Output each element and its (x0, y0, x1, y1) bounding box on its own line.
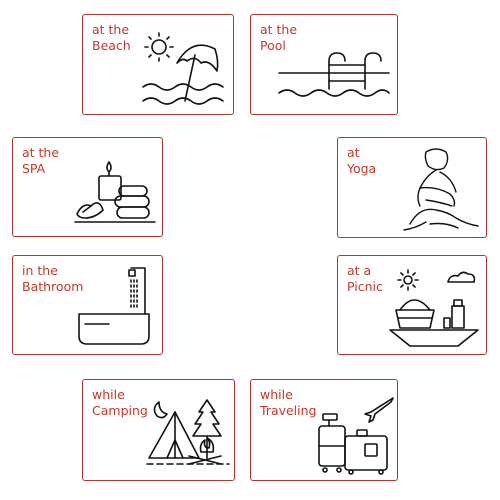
card-camping: while Camping (82, 379, 235, 481)
travel-luggage-icon (313, 392, 395, 478)
card-label: at Yoga (347, 145, 377, 176)
card-label: at the Pool (260, 22, 298, 53)
card-traveling: while Traveling (250, 379, 398, 481)
card-label: while Traveling (260, 387, 317, 418)
card-label: at the SPA (22, 145, 60, 176)
card-spa: at the SPA (12, 137, 163, 237)
bathtub-shower-icon (73, 264, 157, 352)
card-picnic: at a Picnic (337, 255, 487, 355)
picnic-basket-icon (386, 266, 482, 352)
card-beach: at the Beach (82, 14, 234, 115)
card-label: at a Picnic (347, 263, 383, 294)
pool-ladder-icon (277, 49, 393, 105)
card-label: while Camping (92, 387, 148, 418)
camping-tent-icon (145, 392, 231, 478)
spa-candle-stones-icon (73, 158, 157, 228)
card-label: at the Beach (92, 22, 131, 53)
card-pool: at the Pool (250, 14, 398, 115)
yoga-pose-icon (396, 144, 482, 234)
card-bathroom: in the Bathroom (12, 255, 163, 355)
card-label: in the Bathroom (22, 263, 84, 294)
card-yoga: at Yoga (337, 137, 487, 238)
beach-umbrella-icon (137, 25, 229, 113)
